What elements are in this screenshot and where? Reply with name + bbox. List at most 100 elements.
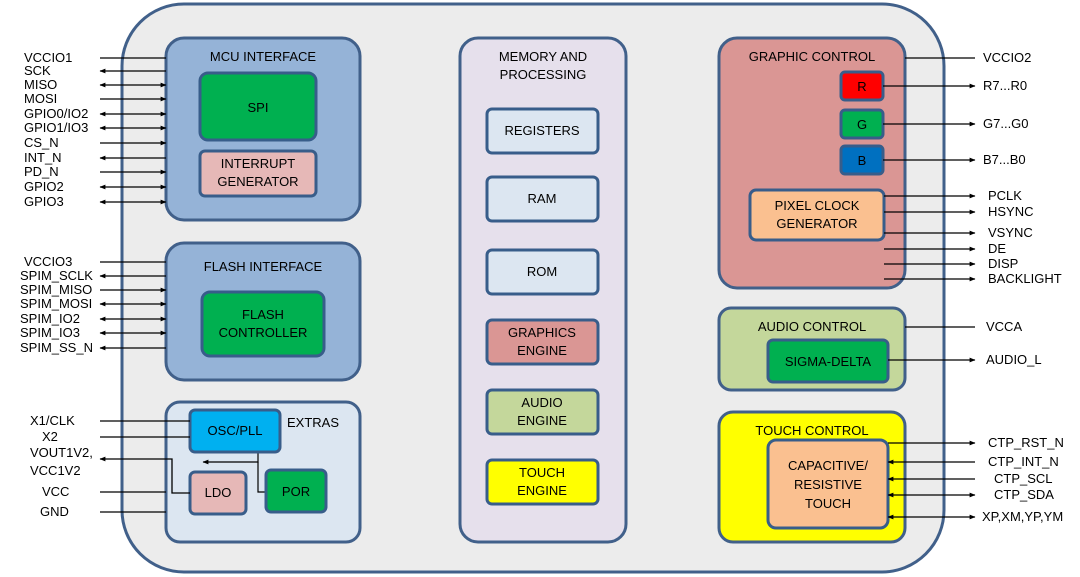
pin-vout1v2: VOUT1V2, — [30, 445, 93, 460]
left-pin-labels: VCCIO1 SCK MISO MOSI GPIO0/IO2 GPIO1/IO3… — [20, 50, 93, 519]
memory-title-2: PROCESSING — [500, 67, 587, 82]
touch-engine-label-2: ENGINE — [517, 483, 567, 498]
flash-interface-panel: FLASH INTERFACE FLASH CONTROLLER — [164, 241, 362, 382]
pin-spim-io3: SPIM_IO3 — [20, 325, 80, 340]
sigma-delta-label: SIGMA-DELTA — [785, 354, 872, 369]
pin-ctp-sda: CTP_SDA — [994, 487, 1054, 502]
pin-vccio3: VCCIO3 — [24, 254, 72, 269]
mcu-interface-title: MCU INTERFACE — [210, 49, 317, 64]
interrupt-generator-label-2: GENERATOR — [217, 174, 298, 189]
capacitive-resistive-touch-block — [766, 438, 890, 530]
pin-pd-n: PD_N — [24, 164, 59, 179]
pin-g7-g0: G7...G0 — [983, 116, 1029, 131]
audio-engine-label-1: AUDIO — [521, 395, 562, 410]
pin-gpio1-io3: GPIO1/IO3 — [24, 120, 88, 135]
pin-sck: SCK — [24, 63, 51, 78]
b-label: B — [858, 153, 867, 168]
por-label: POR — [282, 484, 310, 499]
pin-audio-l: AUDIO_L — [986, 352, 1042, 367]
pin-x2: X2 — [42, 429, 58, 444]
audio-control-panel: AUDIO CONTROL SIGMA-DELTA — [717, 306, 907, 392]
por-block — [264, 468, 328, 514]
pin-cs-n: CS_N — [24, 135, 59, 150]
graphic-control-panel: GRAPHIC CONTROL R G B PIXEL CLOCK GENERA… — [717, 36, 907, 290]
memory-title-1: MEMORY AND — [499, 49, 587, 64]
touch-control-panel: TOUCH CONTROL CAPACITIVE/ RESISTIVE TOUC… — [717, 410, 907, 544]
pin-x1-clk: X1/CLK — [30, 413, 75, 428]
spi-block — [198, 71, 318, 142]
ram-block — [485, 175, 600, 223]
pin-ctp-scl: CTP_SCL — [994, 471, 1053, 486]
pin-disp: DISP — [988, 256, 1018, 271]
touch-block-label-2: RESISTIVE — [794, 477, 862, 492]
graphics-engine-block — [485, 318, 600, 366]
memory-processing-panel: MEMORY AND PROCESSING REGISTERS RAM ROM … — [458, 36, 628, 544]
pin-gnd: GND — [40, 504, 69, 519]
rom-label: ROM — [527, 264, 557, 279]
touch-control-title: TOUCH CONTROL — [755, 423, 868, 438]
pin-vcca: VCCA — [986, 319, 1022, 334]
registers-label: REGISTERS — [504, 123, 579, 138]
pin-xp-xm-yp-ym: XP,XM,YP,YM — [982, 509, 1063, 524]
spi-label: SPI — [248, 100, 269, 115]
interrupt-generator-block — [198, 149, 318, 198]
pixel-clock-generator-block — [748, 188, 886, 242]
pin-vcc: VCC — [42, 484, 69, 499]
osc-pll-label: OSC/PLL — [208, 423, 263, 438]
pin-int-n: INT_N — [24, 150, 62, 165]
flash-controller-label-2: CONTROLLER — [219, 325, 308, 340]
ram-label: RAM — [528, 191, 557, 206]
touch-engine-label-1: TOUCH — [519, 465, 565, 480]
audio-control-title: AUDIO CONTROL — [758, 319, 866, 334]
pin-vcc1v2: VCC1V2 — [30, 463, 81, 478]
r-label: R — [857, 79, 866, 94]
pin-spim-miso: SPIM_MISO — [20, 282, 92, 297]
audio-engine-label-2: ENGINE — [517, 413, 567, 428]
pin-ctp-rst-n: CTP_RST_N — [988, 435, 1064, 450]
pin-gpio0-io2: GPIO0/IO2 — [24, 106, 88, 121]
pin-ctp-int-n: CTP_INT_N — [988, 454, 1059, 469]
pin-spim-io2: SPIM_IO2 — [20, 311, 80, 326]
pin-b7-b0: B7...B0 — [983, 152, 1026, 167]
pixel-clock-label-2: GENERATOR — [776, 216, 857, 231]
osc-pll-block — [188, 408, 282, 454]
audio-engine-block — [485, 388, 600, 436]
pin-miso: MISO — [24, 77, 57, 92]
pin-backlight: BACKLIGHT — [988, 271, 1062, 286]
flash-controller-label-1: FLASH — [242, 307, 284, 322]
touch-engine-block — [485, 458, 600, 506]
right-pin-labels: VCCIO2 R7...R0 G7...G0 B7...B0 PCLK HSYN… — [982, 50, 1064, 524]
pin-vsync: VSYNC — [988, 225, 1033, 240]
pin-vccio1: VCCIO1 — [24, 50, 72, 65]
pin-mosi: MOSI — [24, 91, 57, 106]
pin-hsync: HSYNC — [988, 204, 1034, 219]
flash-controller-block — [200, 290, 326, 358]
graphics-engine-label-1: GRAPHICS — [508, 325, 576, 340]
mcu-interface-panel: MCU INTERFACE SPI INTERRUPT GENERATOR — [164, 36, 362, 222]
flash-interface-title: FLASH INTERFACE — [204, 259, 323, 274]
pin-spim-mosi: SPIM_MOSI — [20, 296, 92, 311]
pin-gpio3: GPIO3 — [24, 194, 64, 209]
pin-pclk: PCLK — [988, 188, 1022, 203]
pixel-clock-label-1: PIXEL CLOCK — [775, 198, 860, 213]
touch-block-label-1: CAPACITIVE/ — [788, 458, 868, 473]
pin-spim-ss-n: SPIM_SS_N — [20, 340, 93, 355]
pin-r7-r0: R7...R0 — [983, 78, 1027, 93]
pin-spim-sclk: SPIM_SCLK — [20, 268, 93, 283]
registers-block — [485, 107, 600, 155]
sigma-delta-block — [766, 338, 890, 384]
graphic-control-title: GRAPHIC CONTROL — [749, 49, 875, 64]
right-signal-lines — [883, 57, 976, 520]
interrupt-generator-label-1: INTERRUPT — [221, 156, 295, 171]
ldo-label: LDO — [205, 485, 232, 500]
extras-panel: EXTRAS OSC/PLL LDO POR — [164, 400, 362, 544]
extras-title: EXTRAS — [287, 415, 339, 430]
left-signal-lines — [99, 57, 190, 513]
g-label: G — [857, 117, 867, 132]
rom-block — [485, 248, 600, 296]
pin-de: DE — [988, 241, 1006, 256]
pin-gpio2: GPIO2 — [24, 179, 64, 194]
graphics-engine-label-2: ENGINE — [517, 343, 567, 358]
touch-block-label-3: TOUCH — [805, 496, 851, 511]
